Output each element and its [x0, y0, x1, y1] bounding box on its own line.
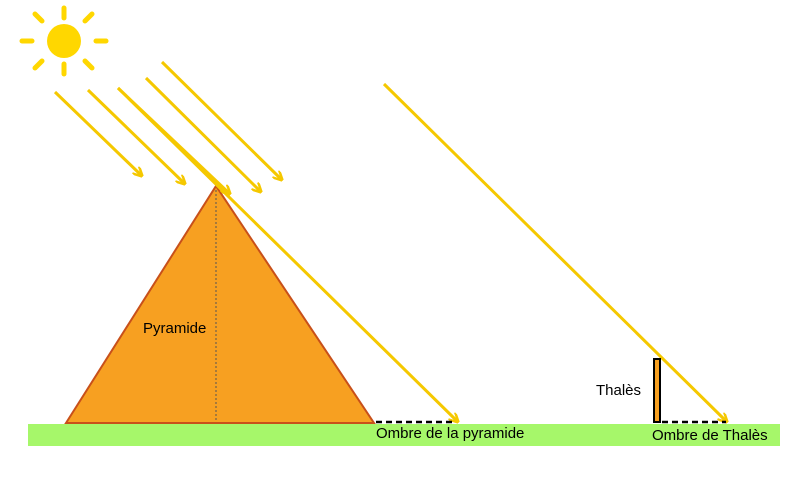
pyramid-label: Pyramide	[143, 320, 206, 337]
sun-ray	[144, 76, 261, 192]
sun-ray	[53, 90, 142, 176]
ground	[28, 424, 780, 446]
thales-shadow-label: Ombre de Thalès	[652, 427, 768, 444]
sun-ray-thales	[382, 82, 727, 422]
sun-ray-pyramid-apex	[116, 86, 458, 422]
thales-stick	[653, 358, 661, 423]
pyramid-shadow-label: Ombre de la pyramide	[376, 425, 524, 442]
pyramid	[64, 184, 376, 424]
sun-ray	[160, 60, 282, 180]
thales-label: Thalès	[596, 382, 641, 399]
sun-icon	[19, 5, 109, 77]
sun-ray	[86, 88, 185, 184]
sun-rays	[53, 60, 727, 422]
